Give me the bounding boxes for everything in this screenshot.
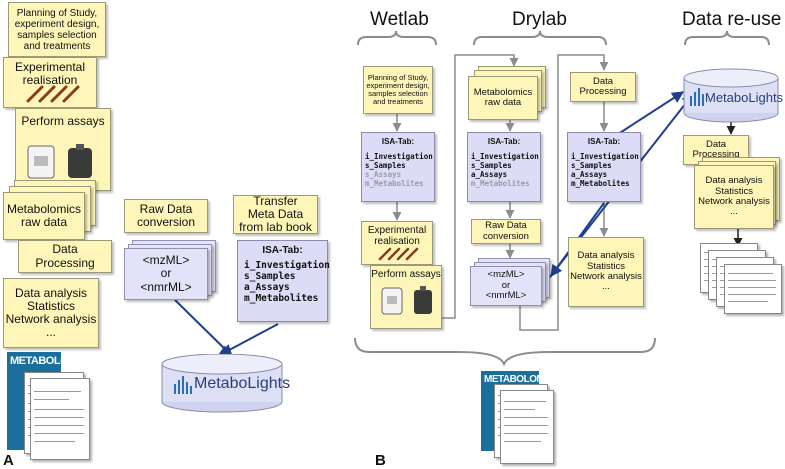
brace-wetlab [357,30,437,46]
a-repository-cylinder [161,354,283,413]
b-analysis-note: Data analysis Statistics Network analysi… [568,237,644,307]
b-raw-note: Metabolomics raw data [468,76,538,120]
b-isa3-box: ISA-Tab: i_Investigation s_Samples a_Ass… [567,132,641,202]
b-paper-2 [500,390,554,464]
a-planning-note: Planning of Study, experiment design, sa… [8,2,106,57]
b-planning-note: Planning of Study, experiment design, sa… [363,66,433,114]
a-raw-note: Metabolomics raw data [3,192,85,240]
a-isa-box: ISA-Tab: i_Investigation s_Samples a_Ass… [237,240,330,322]
drylab-header: Drylab [512,9,567,30]
a-analysis-note: Data analysis Statistics Network analysi… [3,278,99,348]
a-transfer-note: Transfer Meta Data from lab book [233,194,318,234]
b-experimental-note: Experimental realisation [361,221,433,265]
reuse-header: Data re-use [682,9,782,30]
arrow-isa-to-repo [216,323,279,357]
arrow-formats-to-repo [174,299,233,357]
a-repository-label: MetaboLights [194,375,291,392]
brace-drylab [473,30,607,46]
b-formats-note: <mzML> or <nmrML> [470,266,542,306]
b-pipette-icon [378,247,419,261]
a-experimental-note: Experimental realisation [3,57,97,108]
b-isa2-box: ISA-Tab: i_Investigation s_Samples a_Ass… [467,132,541,202]
b-raw-conversion-note: Raw Data conversion [471,219,541,244]
b-repository-cylinder [683,68,779,123]
arrow-isa3-to-repo [611,91,685,139]
a-paper-2 [30,378,90,460]
b-processing-note: Data Processing [570,72,636,102]
b-isa1-box: ISA-Tab: i_Investigation s_Samples s_Ass… [361,132,435,202]
reuse-paper-4 [724,264,782,314]
a-formats-note: <mzML> or <nmrML> [124,248,208,300]
b-reuse-analysis-note: Data analysis Statistics Network analysi… [694,165,774,229]
b-instrument-icon [381,286,432,315]
a-raw-conversion-note: Raw Data conversion [124,199,208,233]
b-repository-label: MetaboLights [705,90,784,105]
brace-reuse [684,30,770,46]
wetlab-header: Wetlab [370,9,429,30]
panel-a-letter: A [3,452,14,469]
a-processing-note: Data Processing [18,240,112,273]
instrument-icon [27,144,92,179]
brace-bottom [354,337,656,367]
pipette-icon [26,85,80,103]
panel-b-letter: B [375,452,386,469]
